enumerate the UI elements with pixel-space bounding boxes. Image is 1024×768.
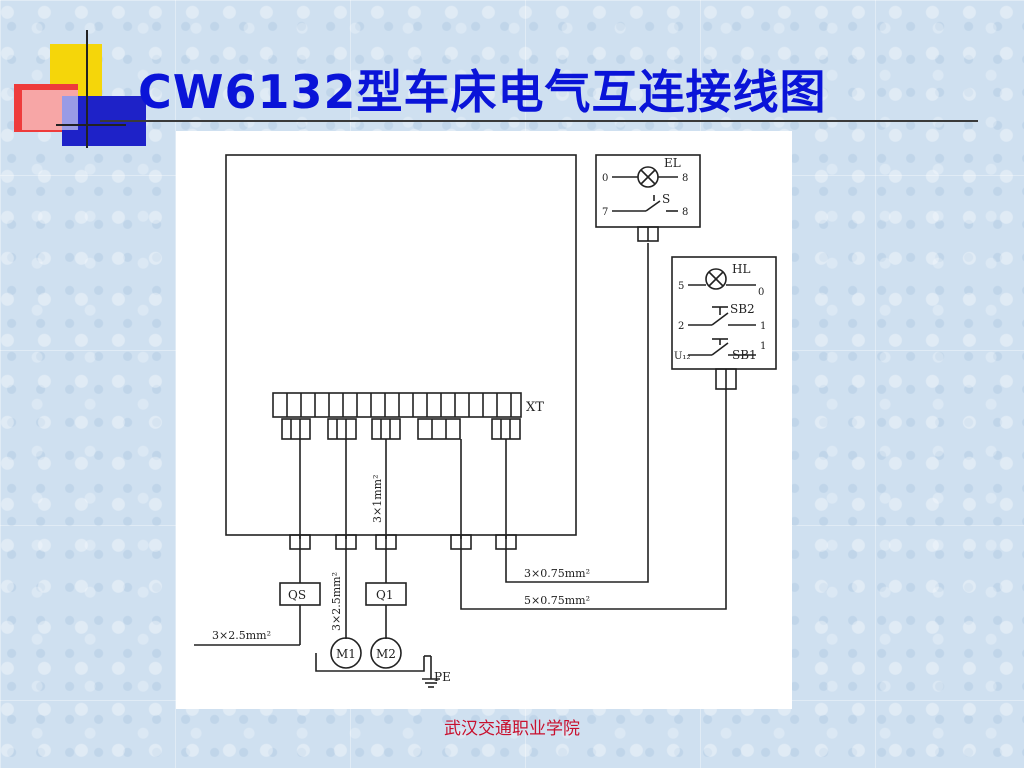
terminal-strip (272, 392, 522, 418)
cable-inner-label: 3×1mm² (371, 475, 384, 524)
hl-terminal-1b: 1 (760, 341, 766, 352)
deco-horizontal-line (56, 124, 126, 126)
bottom-glands (289, 534, 517, 550)
motor-m2-label: M2 (376, 647, 396, 661)
el-terminal-8b: 8 (682, 207, 688, 218)
el-terminal-0: 0 (602, 173, 608, 184)
motor-m1 (330, 637, 362, 669)
el-box-connector (637, 226, 659, 242)
wiring-diagram: XT QS Q1 M1 M2 PE 3×1mm² 3×2.5mm² 3×2.5m… (194, 154, 777, 688)
motor-m1-label: M1 (336, 647, 356, 661)
hl-terminal-1a: 1 (760, 321, 766, 332)
el-terminal-8a: 8 (682, 173, 688, 184)
hl-terminal-5: 5 (678, 281, 684, 292)
lamp-hl-label: HL (732, 262, 750, 276)
cable-motor-label: 3×2.5mm² (330, 572, 343, 631)
deco-white-square (22, 90, 78, 130)
switch-s-label: S (662, 192, 670, 206)
hl-terminal-0: 0 (758, 287, 764, 298)
page-title: CW6132型车床电气互连接线图 (138, 65, 827, 119)
cable-el-label: 3×0.75mm² (524, 567, 590, 580)
button-sb2-label: SB2 (730, 302, 755, 316)
terminal-block-label: XT (526, 400, 544, 415)
ground-symbol (422, 678, 440, 688)
motor-m2 (370, 637, 402, 669)
cabinet-outline (225, 154, 577, 536)
title-divider (100, 120, 978, 122)
deco-vertical-line (86, 30, 88, 148)
wiring-diagram-panel: XT QS Q1 M1 M2 PE 3×1mm² 3×2.5mm² 3×2.5m… (176, 131, 792, 709)
terminal-strip-dividers (286, 393, 512, 417)
lamp-hl-icon (705, 268, 727, 290)
breaker-q1-label: Q1 (376, 588, 393, 602)
lamp-el-label: EL (664, 156, 681, 170)
hl-box-connector (715, 368, 737, 390)
cable-supply-label: 3×2.5mm² (212, 629, 271, 642)
strip-connectors (281, 418, 521, 440)
hl-terminal-2: 2 (678, 321, 684, 332)
ground-label: PE (434, 670, 451, 684)
button-sb1-label: SB1 (732, 348, 757, 362)
motor-base (315, 653, 425, 672)
cable-hl-label: 5×0.75mm² (524, 594, 590, 607)
el-terminal-7: 7 (602, 207, 608, 218)
hl-terminal-u12: U₁₂ (674, 351, 690, 362)
footer-institution: 武汉交通职业学院 (444, 719, 580, 739)
switch-qs-label: QS (288, 588, 306, 602)
